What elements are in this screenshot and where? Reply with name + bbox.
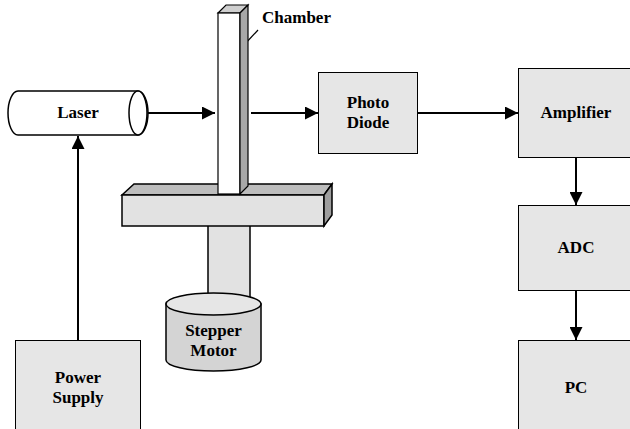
process-box: PC: [518, 340, 630, 429]
chamber-slab-outline: [215, 5, 251, 194]
signal-arrow: [575, 291, 577, 340]
node-label: Laser: [57, 103, 99, 123]
platform-side: [324, 184, 332, 226]
laser-lens: [129, 91, 147, 135]
node-label: Amplifier: [541, 103, 612, 123]
signal-arrow: [77, 136, 79, 340]
platform-front: [122, 195, 324, 226]
signal-arrow: [575, 158, 577, 205]
motor-cylinder: Stepper Motor: [165, 292, 262, 372]
chamber-side: [240, 5, 248, 194]
laser-body: [8, 91, 148, 135]
process-box: Amplifier: [518, 68, 630, 158]
chamber-front: [218, 13, 240, 194]
laser-cylinder: Laser: [8, 90, 148, 136]
process-box: Power Supply: [15, 340, 141, 429]
node-label: Power Supply: [42, 368, 114, 407]
motor-top: [166, 293, 261, 315]
motor-shaft: [208, 224, 250, 304]
signal-arrow: [148, 112, 215, 114]
process-box: Photo Diode: [318, 72, 418, 154]
part-label: Chamber: [262, 8, 331, 28]
node-label: Photo Diode: [332, 93, 404, 132]
node-label: Stepper Motor: [178, 321, 250, 360]
chamber-slab: Chamber: [215, 5, 251, 194]
process-box: ADC: [518, 205, 630, 291]
node-label: PC: [565, 378, 588, 398]
signal-arrow: [251, 112, 318, 114]
signal-arrow: [418, 112, 518, 114]
node-label: ADC: [558, 238, 595, 258]
